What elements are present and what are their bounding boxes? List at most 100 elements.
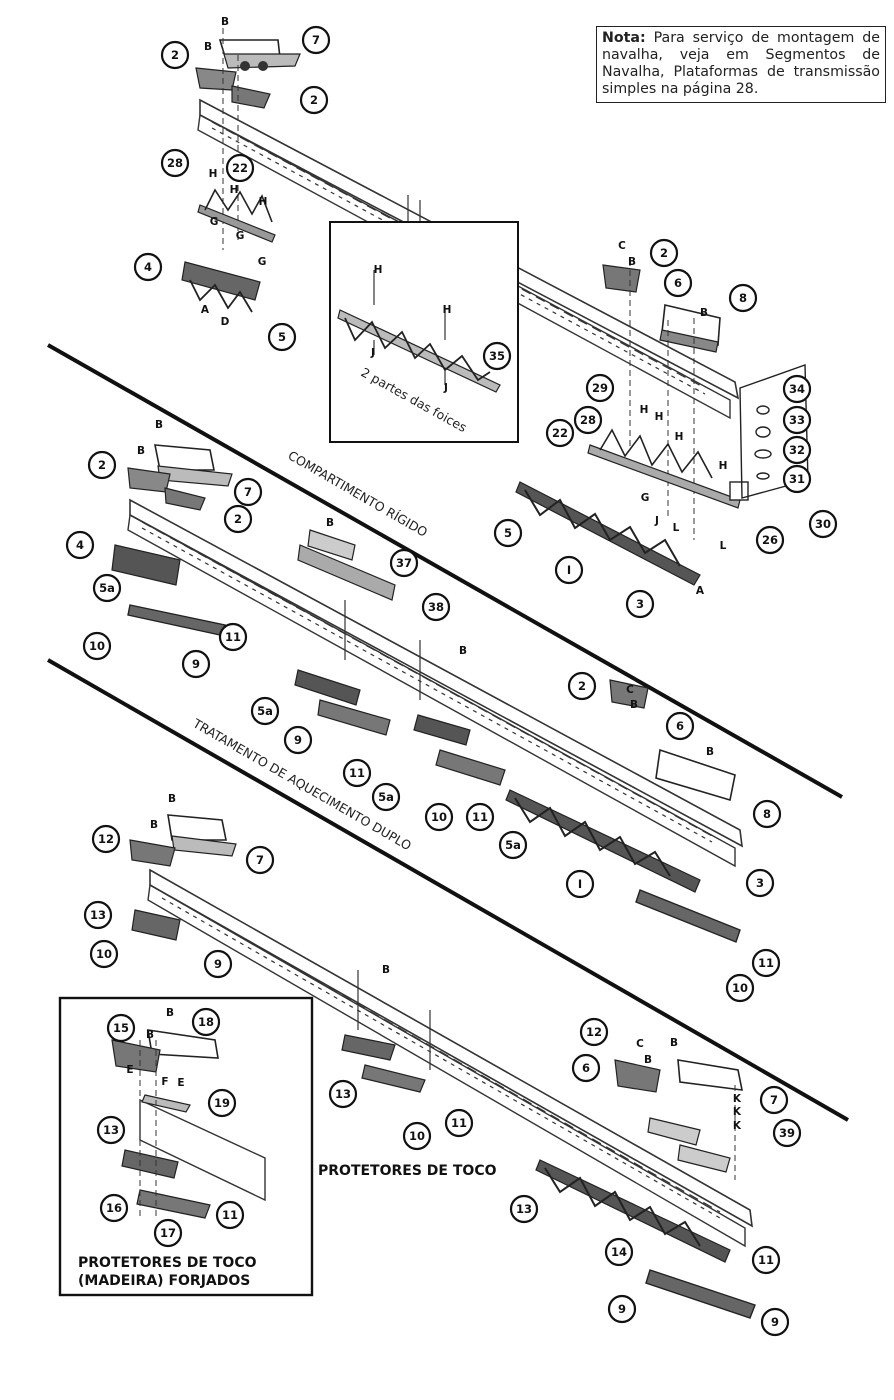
part-callout-c19: 30 [808,509,838,539]
callout-number: 18 [198,1015,214,1029]
callout-circle [759,1085,789,1115]
callout-number: 12 [98,832,114,846]
callout-circle [389,548,419,578]
reference-letter-l37: B [166,1007,174,1019]
callout-circle [465,802,495,832]
callout-number: 6 [582,1061,590,1075]
callout-circle [87,450,117,480]
callout-circle [755,525,785,555]
callout-circle [92,573,122,603]
callout-number: 10 [431,810,447,824]
reference-letter-l21: H [719,460,728,472]
callout-number: 19 [214,1096,230,1110]
forged-guards-label-line1: PROTETORES DE TOCO [78,1255,257,1271]
callout-circle [207,1088,237,1118]
callout-number: 8 [739,291,747,305]
callout-circle [573,405,603,435]
service-note: Nota: Para serviço de montagem de navalh… [596,26,886,103]
reference-letter-l43: B [644,1054,652,1066]
reference-letter-l20: H [675,431,684,443]
callout-circle [579,1017,609,1047]
reference-letter-l10: D [221,316,230,328]
part-callout-c31: 10 [82,631,112,661]
part-callout-c9: 6 [663,268,693,298]
reference-letter-l35: B [150,819,158,831]
callout-number: 22 [552,426,568,440]
reference-letter-l30: B [459,645,467,657]
part-callout-c16: 33 [782,405,812,435]
callout-number: 9 [192,657,200,671]
part-callout-c57: 16 [99,1193,129,1223]
callout-circle [153,1218,183,1248]
part-callout-c14: 22 [545,418,575,448]
callout-number: 31 [789,472,805,486]
reference-letter-l14: H [374,264,383,276]
callout-number: 11 [758,1253,774,1267]
callout-number: 17 [160,1226,176,1240]
part-callout-c44: I [565,869,595,899]
callout-number: 28 [167,156,183,170]
part-callout-c52: 10 [725,973,755,1003]
part-callout-c28: 5a [92,573,122,603]
part-callout-c53: 15 [106,1013,136,1043]
part-callout-c25: 7 [233,477,263,507]
callout-number: 9 [771,1315,779,1329]
callout-circle [604,1237,634,1267]
callout-circle [752,799,782,829]
part-callout-c46: 12 [91,824,121,854]
section-divider-line [47,658,849,1122]
callout-circle [498,830,528,860]
reference-letter-l46: K [733,1106,742,1118]
stub-guards-label: PROTETORES DE TOCO [318,1163,497,1179]
callout-circle [493,518,523,548]
reference-letter-group: BBHHHGGGADCBBHHJJHHHHGLJLABBBBCBBBBBBBEF… [126,16,742,1132]
reference-letter-l5: H [259,196,268,208]
reference-letter-l47: K [733,1120,742,1132]
part-callout-c17: 32 [782,435,812,465]
callout-circle [509,1194,539,1224]
reference-letter-l9: A [201,304,210,316]
callout-number: 2 [98,458,106,472]
reference-letter-l15: H [443,304,452,316]
part-callout-c64: 6 [571,1053,601,1083]
callout-number: 11 [222,1208,238,1222]
callout-number: 10 [89,639,105,653]
callout-number: 29 [592,381,608,395]
reference-letter-l17: J [443,382,448,394]
callout-circle [160,148,190,178]
reference-letter-l11: C [618,240,626,252]
part-callout-c11: 35 [482,341,512,371]
part-callout-c49: 10 [89,939,119,969]
knife-bar-middle [127,498,743,868]
reference-letter-l27: B [155,419,163,431]
reference-letter-l34: B [168,793,176,805]
callout-circle [160,40,190,70]
callout-circle [218,622,248,652]
part-callout-c50: 9 [203,949,233,979]
callout-number: 5a [505,838,521,852]
reference-letter-l42: C [636,1038,644,1050]
knife-bar-bottom [147,868,753,1248]
reference-letter-l18: H [640,404,649,416]
callout-number: 4 [144,260,152,274]
callout-circle [571,1053,601,1083]
callout-number: 2 [660,246,668,260]
reference-letter-l33: B [706,746,714,758]
callout-number: 32 [789,443,805,457]
part-callout-c15: 34 [782,374,812,404]
reference-letter-l2: B [204,41,212,53]
part-callout-c36: 11 [342,758,372,788]
part-callout-c61: 10 [402,1121,432,1151]
part-callout-c24: 2 [87,450,117,480]
callout-circle [82,631,112,661]
callout-number: 2 [234,512,242,526]
callout-circle [585,373,615,403]
reference-letter-l45: K [733,1093,742,1105]
part-callout-c2: 2 [160,40,190,70]
callout-number: 30 [815,517,831,531]
callout-circle [545,418,575,448]
middle-components [111,444,741,943]
callout-circle [371,782,401,812]
